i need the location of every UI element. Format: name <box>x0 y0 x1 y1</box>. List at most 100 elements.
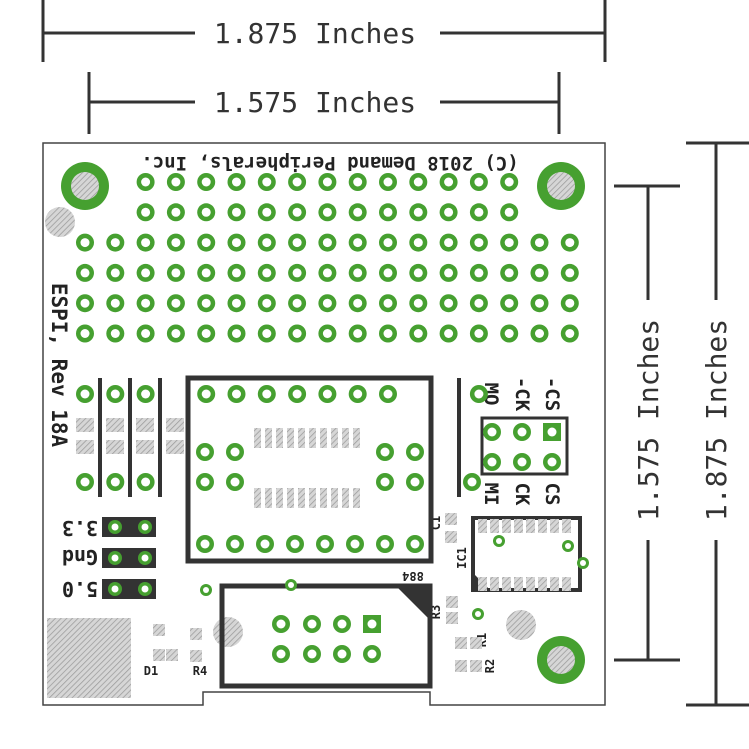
adapter-pad <box>226 443 244 461</box>
proto-pad <box>560 324 579 343</box>
proto-pad <box>166 324 185 343</box>
proto-pad <box>166 263 185 282</box>
fiducial-top-left <box>45 207 75 237</box>
adapter-bottom-pad <box>376 535 394 553</box>
proto-pad <box>409 203 428 222</box>
power-jumper-pad <box>138 582 152 596</box>
proto-pad <box>106 473 125 491</box>
proto-pad <box>439 263 458 282</box>
mounting-hole <box>537 162 585 210</box>
through-hole-pads <box>76 173 589 663</box>
smd-pad <box>76 418 94 432</box>
proto-pad <box>136 473 155 491</box>
smd-pad <box>353 488 360 508</box>
proto-pad <box>379 173 397 191</box>
connector-pad <box>363 645 381 663</box>
smd-pad <box>342 488 349 508</box>
header-pad <box>483 453 501 471</box>
proto-pad <box>166 203 185 222</box>
proto-pad <box>227 233 246 252</box>
proto-pad <box>136 263 155 282</box>
smd-pad <box>287 428 294 448</box>
proto-pad <box>318 203 337 222</box>
proto-pad <box>227 385 246 403</box>
proto-pad <box>560 263 579 282</box>
ref-ic1: IC1 <box>455 547 469 569</box>
smd-pad <box>445 513 457 525</box>
header-label-nck: -CK <box>511 377 533 412</box>
smd-pad <box>309 428 316 448</box>
proto-pad <box>348 233 367 252</box>
proto-pad <box>348 203 367 222</box>
smd-pad <box>106 418 124 432</box>
smd-pad <box>153 649 165 661</box>
connector-pad <box>272 645 290 663</box>
proto-pad <box>76 385 94 403</box>
proto-pad <box>500 324 519 343</box>
proto-pad <box>469 233 488 252</box>
dimension-lines <box>41 0 749 707</box>
smd-pad <box>331 488 338 508</box>
proto-pad <box>136 294 155 313</box>
proto-pad <box>106 294 125 313</box>
proto-pad <box>348 294 367 313</box>
dim-label-top-inner: 1.575 Inches <box>214 86 416 119</box>
proto-pad <box>469 263 488 282</box>
proto-pad <box>136 324 155 343</box>
smd-pad <box>190 628 202 640</box>
proto-pad <box>409 173 428 191</box>
smd-pad <box>106 440 124 454</box>
proto-pad <box>439 233 458 252</box>
proto-pad <box>76 233 94 252</box>
proto-pad <box>379 294 397 313</box>
ground-plane-pad <box>47 618 131 698</box>
adapter-bottom-pad <box>406 535 424 553</box>
proto-pad <box>197 203 216 222</box>
power-jumper-pad <box>138 520 152 534</box>
proto-pad <box>288 324 307 343</box>
mounting-hole <box>537 636 585 684</box>
header-pad <box>513 423 531 441</box>
proto-pad <box>379 233 397 252</box>
smd-pad <box>276 488 283 508</box>
proto-pad <box>166 294 185 313</box>
proto-pad <box>257 263 276 282</box>
dim-label-top-outer: 1.875 Inches <box>214 17 416 50</box>
proto-pad <box>288 173 307 191</box>
smd-pad <box>445 531 457 543</box>
via-pad <box>472 608 484 620</box>
smd-pad <box>478 577 487 591</box>
proto-pad <box>530 263 549 282</box>
smd-pad <box>254 488 261 508</box>
connector-outline <box>219 583 433 689</box>
proto-pad <box>500 173 519 191</box>
connector-pin1-pad <box>363 615 381 633</box>
power-jumper-pad <box>108 551 122 565</box>
proto-pad <box>409 324 428 343</box>
board-name-label: ESPI, Rev 18A <box>47 283 71 448</box>
adapter-bottom-pad <box>346 535 364 553</box>
copyright-label: (C) 2018 Demand Peripherals, Inc. <box>141 152 519 174</box>
proto-pad <box>439 203 458 222</box>
proto-pad <box>166 233 185 252</box>
proto-pad <box>409 233 428 252</box>
smd-pad <box>538 519 547 533</box>
proto-pad <box>257 203 276 222</box>
adapter-pad <box>406 443 424 461</box>
proto-pad <box>257 324 276 343</box>
smd-pad <box>502 519 511 533</box>
proto-pad <box>288 263 307 282</box>
connector-pad <box>333 645 351 663</box>
smd-pad <box>265 428 272 448</box>
connector-pad <box>333 615 351 633</box>
smd-pad <box>298 428 305 448</box>
smd-pad <box>166 649 178 661</box>
proto-pad <box>469 385 488 403</box>
proto-pad <box>348 173 367 191</box>
proto-pad <box>76 294 94 313</box>
smd-pad <box>309 488 316 508</box>
proto-pad <box>136 233 155 252</box>
proto-pad <box>530 294 549 313</box>
smd-pad <box>353 428 360 448</box>
